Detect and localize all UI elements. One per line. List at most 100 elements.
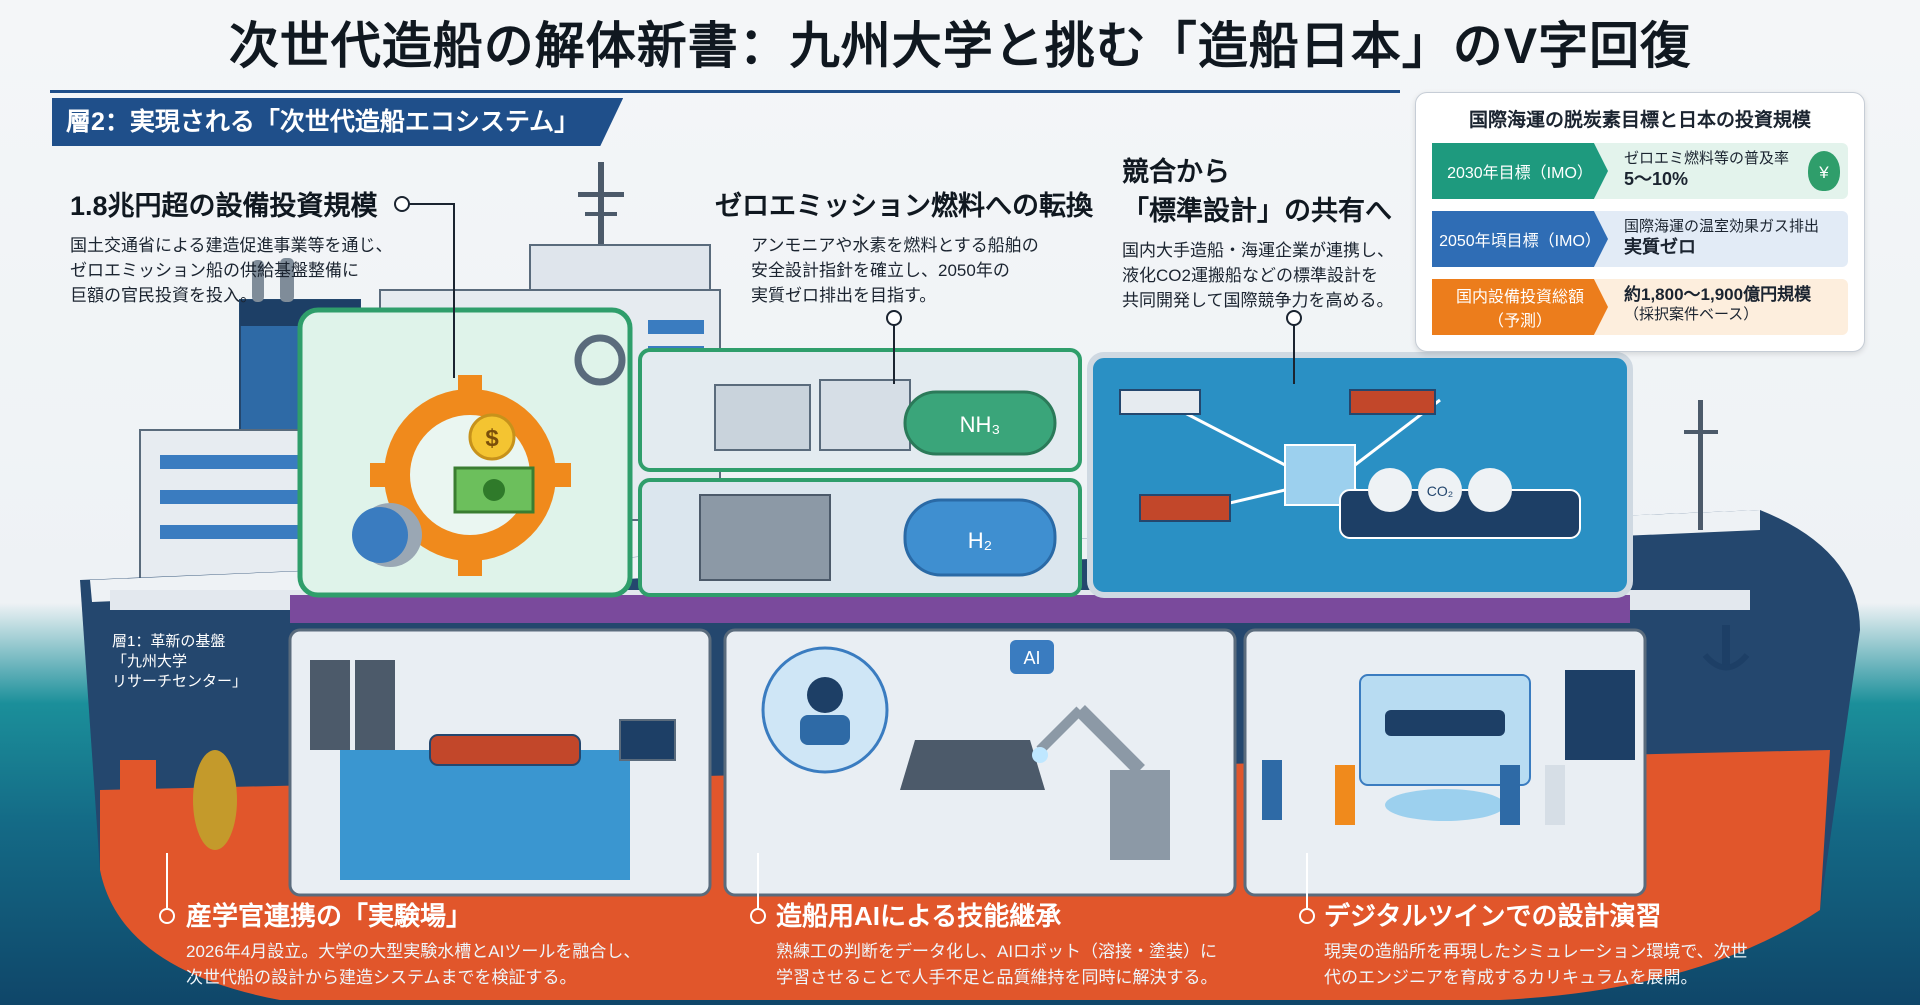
ai-badge-label: AI bbox=[1023, 648, 1040, 668]
standard-design-room: CO₂ bbox=[1087, 352, 1633, 598]
twin-room bbox=[1243, 628, 1647, 897]
test-tank bbox=[340, 750, 630, 880]
robot-arm-icon bbox=[1110, 770, 1170, 860]
kpi-tag: 2030年目標（IMO） bbox=[1432, 143, 1608, 199]
money-bag-icon: ¥ bbox=[1808, 151, 1840, 191]
h2-label: H₂ bbox=[968, 528, 992, 553]
kpi-row-2050: 2050年頃目標（IMO） 国際海運の温室効果ガス排出 実質ゼロ bbox=[1432, 211, 1848, 267]
kpi-tag: 国内設備投資総額（予測） bbox=[1432, 279, 1608, 335]
kpi-value: 国際海運の温室効果ガス排出 実質ゼロ bbox=[1624, 217, 1834, 259]
kpi-tag: 2050年頃目標（IMO） bbox=[1432, 211, 1608, 267]
callout-ai: 造船用AIによる技能継承 熟練工の判断をデータ化し、AIロボット（溶接・塗装）に… bbox=[776, 896, 1218, 991]
layer1-label-line: リサーチセンター」 bbox=[112, 673, 248, 690]
kpi-row-2030: 2030年目標（IMO） ゼロエミ燃料等の普及率 5〜10% ¥ bbox=[1432, 143, 1848, 199]
server-rack-icon bbox=[355, 660, 395, 750]
layer1-label: 層1：革新の基盤 「九州大学 リサーチセンター」 bbox=[112, 632, 272, 692]
anchor-icon bbox=[1702, 625, 1750, 671]
layer1-bg bbox=[105, 615, 275, 725]
kpi-value-small: 約1,800〜1,900億円規模 bbox=[1624, 285, 1812, 304]
callout-body-line: 熟練工の判断をデータ化し、AIロボット（溶接・塗装）に bbox=[776, 942, 1218, 961]
propeller-icon bbox=[120, 750, 237, 880]
callout-twin: デジタルツインでの設計演習 現実の造船所を再現したシミュレーション環境で、次世 … bbox=[1324, 896, 1748, 991]
callout-body: 国土交通省による建造促進事業等を通じ、 ゼロエミッション船の供給基盤整備に 巨額… bbox=[70, 233, 393, 308]
callout-leader bbox=[408, 203, 454, 205]
callout-body: 現実の造船所を再現したシミュレーション環境で、次世 代のエンジニアを育成するカリ… bbox=[1324, 939, 1748, 991]
kpi-value-small: ゼロエミ燃料等の普及率 bbox=[1624, 150, 1790, 167]
dollar-label: $ bbox=[485, 425, 499, 452]
callout-title: 産学官連携の「実験場」 bbox=[186, 901, 473, 931]
globe-icon bbox=[352, 507, 408, 563]
kpi-value: ゼロエミ燃料等の普及率 5〜10% bbox=[1624, 149, 1834, 191]
layer1-label-line: 層1：革新の基盤 bbox=[112, 633, 226, 650]
investment-room: $ bbox=[297, 307, 633, 598]
kpi-value-big: 5〜10% bbox=[1624, 169, 1689, 189]
callout-title-line: 競合から bbox=[1122, 157, 1230, 187]
callout-title-line: 「標準設計」の共有へ bbox=[1122, 196, 1392, 226]
callout-investment: 1.8兆円超の設備投資規模 国土交通省による建造促進事業等を通じ、 ゼロエミッシ… bbox=[70, 184, 393, 308]
tanker-ship-icon bbox=[1349, 389, 1436, 415]
callout-body-line: 安全設計指針を確立し、2050年の bbox=[751, 261, 1010, 280]
ai-room: AI bbox=[723, 628, 1237, 897]
server-rack-icon bbox=[310, 660, 350, 750]
bow-mast-icon bbox=[1684, 400, 1718, 530]
lab-room bbox=[288, 628, 712, 897]
callout-body-line: アンモニアや水素を燃料とする船舶の bbox=[751, 236, 1039, 255]
kpi-value: 約1,800〜1,900億円規模 （採択案件ベース） bbox=[1624, 285, 1834, 325]
fuel-room-lower: H₂ bbox=[638, 478, 1082, 597]
rudder bbox=[120, 760, 156, 880]
co2-label: CO₂ bbox=[1427, 483, 1453, 499]
fuel-room-upper: NH₃ bbox=[638, 348, 1082, 472]
callout-fuel: ゼロエミッション燃料への転換 アンモニアや水素を燃料とする船舶の 安全設計指針を… bbox=[715, 184, 1093, 308]
callout-body-line: ゼロエミッション船の供給基盤整備に bbox=[70, 261, 359, 280]
callout-body: 熟練工の判断をデータ化し、AIロボット（溶接・塗装）に 学習させることで人手不足… bbox=[776, 939, 1218, 991]
deck-band bbox=[290, 595, 1630, 623]
callout-leader bbox=[893, 324, 895, 384]
kpi-value-big: （採択案件ベース） bbox=[1624, 306, 1759, 323]
callout-marker bbox=[159, 908, 175, 924]
callout-body-line: 学習させることで人手不足と品質維持を同時に解決する。 bbox=[776, 968, 1218, 987]
callout-body-line: 現実の造船所を再現したシミュレーション環境で、次世 bbox=[1324, 942, 1748, 961]
callout-body-line: 巨額の官民投資を投入。 bbox=[70, 286, 257, 305]
callout-body: アンモニアや水素を燃料とする船舶の 安全設計指針を確立し、2050年の 実質ゼロ… bbox=[751, 233, 1093, 308]
h2-tank bbox=[903, 498, 1057, 577]
steel-block bbox=[900, 740, 1045, 790]
callout-title: 1.8兆円超の設備投資規模 bbox=[70, 191, 378, 221]
callout-body-line: 共同開発して国際競争力を高める。 bbox=[1122, 291, 1394, 310]
model-ship-icon bbox=[429, 734, 581, 766]
wall-display-icon bbox=[1565, 670, 1635, 760]
callout-title: ゼロエミッション燃料への転換 bbox=[715, 191, 1093, 221]
nh3-tank bbox=[903, 390, 1057, 456]
page-title: 次世代造船の解体新書：九州大学と挑む「造船日本」のV字回復 bbox=[228, 18, 1692, 74]
layer1-label-line: 「九州大学 bbox=[112, 653, 188, 670]
small-gear-icon bbox=[574, 334, 626, 386]
callout-standard: 競合から 「標準設計」の共有へ 国内大手造船・海運企業が連携し、 液化CO2運搬… bbox=[1122, 150, 1394, 313]
callout-title: 競合から 「標準設計」の共有へ bbox=[1122, 150, 1394, 228]
nh3-label: NH₃ bbox=[960, 412, 1001, 437]
mast-icon bbox=[578, 162, 624, 262]
callout-lab: 産学官連携の「実験場」 2026年4月設立。大学の大型実験水槽とAIツールを融合… bbox=[186, 896, 640, 991]
callout-title: 造船用AIによる技能継承 bbox=[776, 901, 1062, 931]
callout-body-line: 液化CO2運搬船などの標準設計を bbox=[1122, 266, 1378, 285]
tanker-ship-icon bbox=[1139, 494, 1231, 522]
coin-icon bbox=[468, 413, 516, 461]
ship-cross-section: $ NH₃ H₂ CO₂ bbox=[80, 162, 1860, 1000]
callout-leader bbox=[757, 853, 759, 908]
digital-ship-icon bbox=[1385, 710, 1505, 736]
callout-body: 国内大手造船・海運企業が連携し、 液化CO2運搬船などの標準設計を 共同開発して… bbox=[1122, 238, 1394, 313]
callout-body-line: 2026年4月設立。大学の大型実験水槽とAIツールを融合し、 bbox=[186, 942, 641, 961]
engine-icon bbox=[699, 494, 831, 581]
callout-leader bbox=[1293, 324, 1295, 384]
title-divider bbox=[50, 90, 1400, 93]
kpi-title: 国際海運の脱炭素目標と日本の投資規模 bbox=[1468, 110, 1811, 131]
tanker-ship-icon bbox=[1119, 389, 1201, 415]
callout-body-line: 代のエンジニアを育成するカリキュラムを展開。 bbox=[1324, 968, 1698, 987]
kpi-row-investment: 国内設備投資総額（予測） 約1,800〜1,900億円規模 （採択案件ベース） bbox=[1432, 279, 1848, 335]
ai-badge bbox=[1010, 640, 1054, 674]
layer2-banner: 層2：実現される「次世代造船エコシステム」 bbox=[52, 98, 624, 146]
callout-marker bbox=[750, 908, 766, 924]
monitor-icon bbox=[619, 719, 676, 761]
callout-leader bbox=[453, 203, 455, 378]
kpi-panel: 国際海運の脱炭素目標と日本の投資規模 2030年目標（IMO） ゼロエミ燃料等の… bbox=[1415, 92, 1865, 352]
engineer-figures bbox=[1262, 760, 1565, 825]
callout-leader bbox=[166, 853, 168, 908]
